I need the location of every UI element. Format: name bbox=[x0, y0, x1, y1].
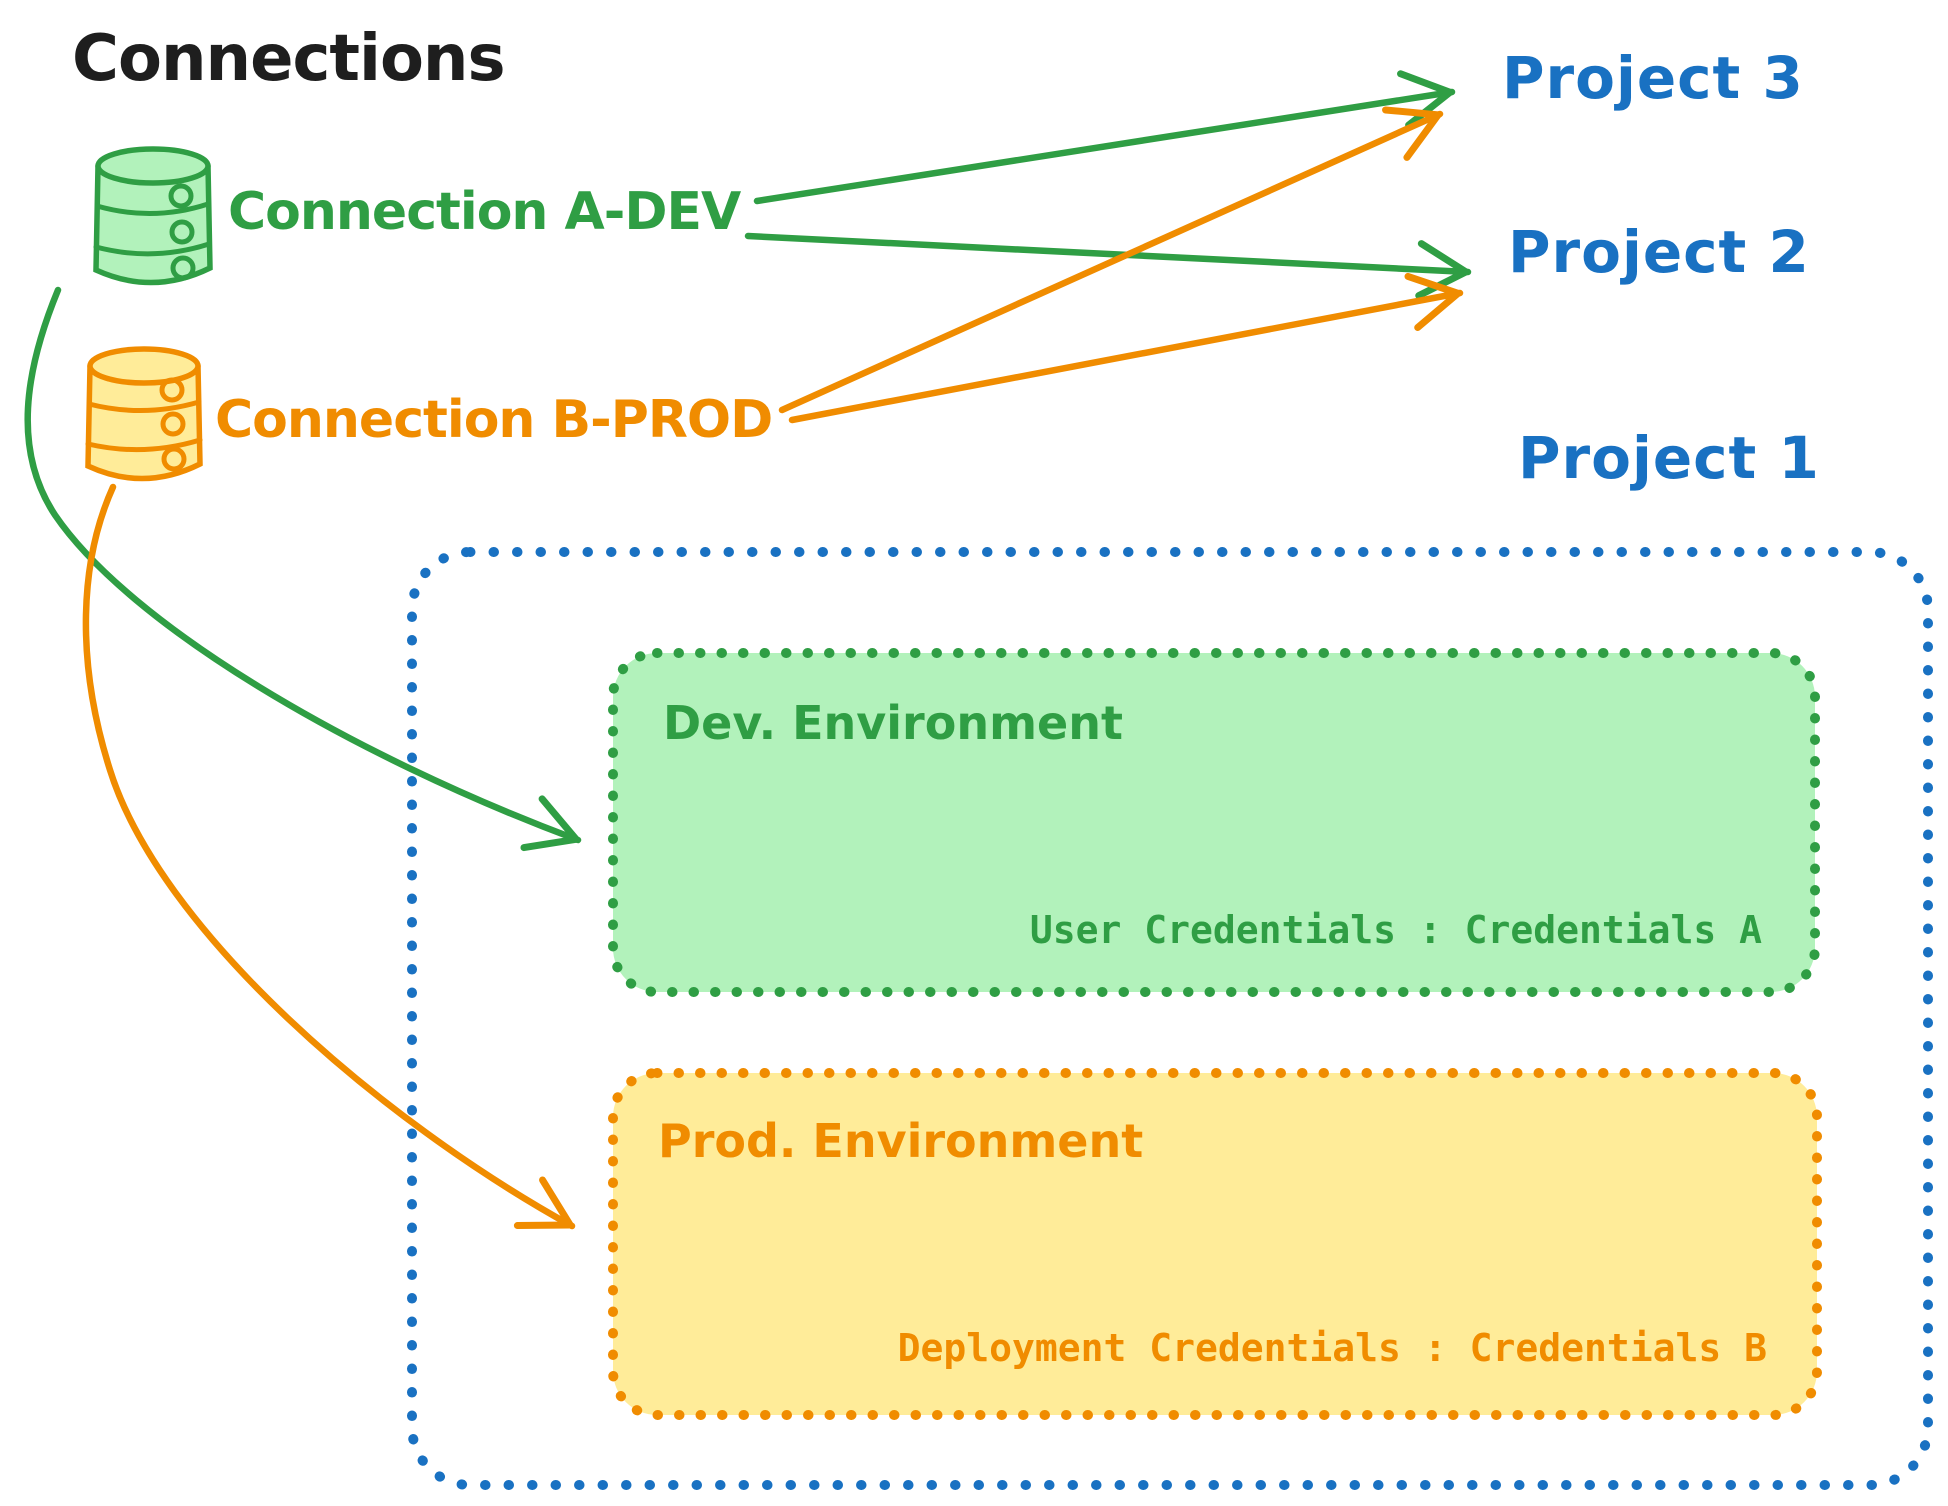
project1-container-box bbox=[407, 547, 1933, 1490]
database-icon bbox=[93, 146, 213, 286]
arrow-bprod-to-project3 bbox=[778, 106, 1444, 414]
dev-environment-credentials: User Credentials : Credentials A bbox=[1029, 908, 1762, 952]
diagram-title: Connections bbox=[72, 22, 506, 96]
arrow-bprod-to-prod-environment bbox=[82, 483, 576, 1230]
dev-environment-title: Dev. Environment bbox=[663, 696, 1123, 750]
project-1-label: Project 1 bbox=[1518, 424, 1820, 492]
prod-environment-box bbox=[608, 1068, 1822, 1420]
project-2-label: Project 2 bbox=[1508, 218, 1810, 286]
prod-environment-title: Prod. Environment bbox=[658, 1114, 1144, 1168]
arrow-adev-to-project3 bbox=[753, 70, 1456, 205]
prod-environment-credentials: Deployment Credentials : Credentials B bbox=[897, 1326, 1767, 1370]
arrow-bprod-to-project2 bbox=[788, 272, 1464, 424]
database-icon bbox=[85, 346, 203, 482]
arrow-adev-to-dev-environment bbox=[24, 286, 582, 852]
arrow-adev-to-project2 bbox=[744, 232, 1472, 300]
project-3-label: Project 3 bbox=[1502, 44, 1804, 112]
connection-a-dev-label: Connection A-DEV bbox=[228, 182, 741, 242]
dev-environment-box bbox=[608, 648, 1820, 997]
connection-b-prod-label: Connection B-PROD bbox=[215, 390, 773, 450]
